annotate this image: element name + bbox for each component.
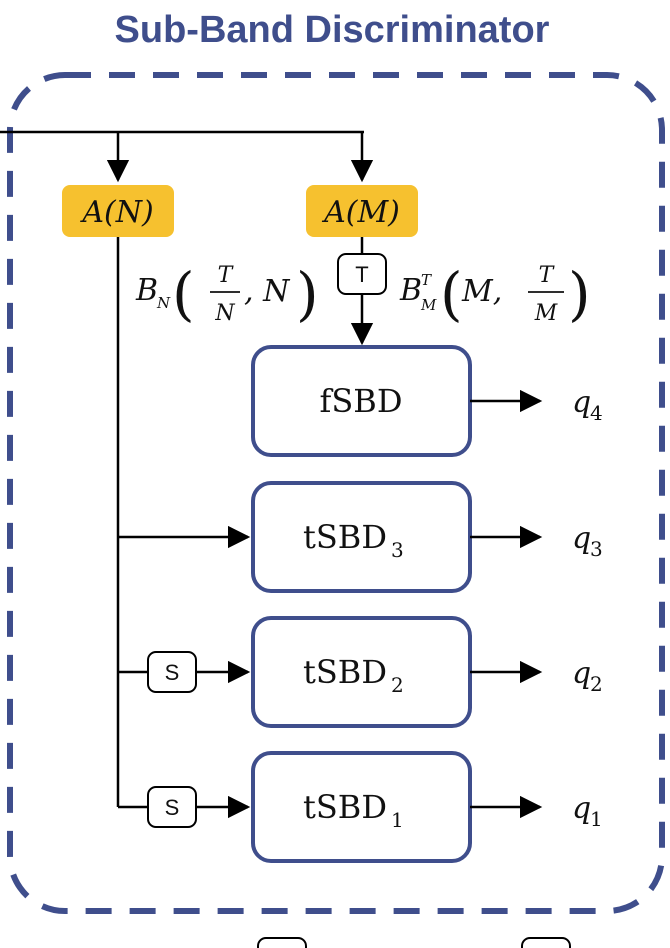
fsbd-label: fSBD <box>320 382 403 420</box>
right-label-sup: T <box>421 271 432 289</box>
attention-right-label: A(M) <box>321 195 400 230</box>
tsbd1-sub: 1 <box>391 808 404 832</box>
page-title: Sub-Band Discriminator <box>115 9 550 51</box>
transpose-op: T <box>337 253 387 295</box>
s-op-2: S <box>147 651 197 693</box>
output-q3-sub: 3 <box>590 537 603 561</box>
right-label-frac-den: M <box>534 301 558 326</box>
left-label-paren-open: ( <box>172 260 195 328</box>
tsbd3-block: tSBD 3 <box>251 481 472 593</box>
right-label-b: B <box>399 273 422 308</box>
right-label-paren-open: ( <box>440 260 463 328</box>
output-q4-label: q <box>572 385 591 420</box>
left-label-b: B <box>135 273 158 308</box>
output-q2-sub: 2 <box>590 672 603 696</box>
right-label-frac-num: T <box>539 263 556 288</box>
right-label-paren-close: ) <box>568 260 591 328</box>
fsbd-block: fSBD <box>251 345 472 457</box>
left-label-paren-close: ) <box>296 260 319 328</box>
right-branch-label: B T M ( M, T M ) <box>399 260 591 328</box>
left-branch-label: B N ( T N , N ) <box>135 260 319 328</box>
tsbd3-sub: 3 <box>391 538 404 562</box>
transpose-label: T <box>355 262 368 287</box>
right-label-sub: M <box>420 296 437 314</box>
tsbd3-label: tSBD <box>303 518 387 556</box>
discriminator-container <box>7 72 665 914</box>
legend-box-left <box>257 937 307 948</box>
attention-left-label: A(N) <box>79 195 153 230</box>
tsbd1-label: tSBD <box>303 788 387 826</box>
tsbd2-sub: 2 <box>391 673 404 697</box>
tsbd2-label: tSBD <box>303 653 387 691</box>
output-q2-label: q <box>572 656 591 691</box>
output-q4-sub: 4 <box>590 401 603 425</box>
legend-box-right <box>521 937 571 948</box>
output-q1-label: q <box>572 791 591 826</box>
left-label-sub: N <box>156 294 171 312</box>
attention-left: A(N) <box>62 185 174 237</box>
output-q1-sub: 1 <box>590 807 603 831</box>
left-label-frac-den: N <box>214 301 235 326</box>
right-label-head: M, <box>461 274 502 309</box>
attention-right: A(M) <box>306 185 418 237</box>
output-q3-label: q <box>572 521 591 556</box>
tsbd2-block: tSBD 2 <box>251 616 472 728</box>
s-op-1-label: S <box>165 795 180 820</box>
left-label-tail: , N <box>244 274 291 309</box>
s-op-2-label: S <box>165 660 180 685</box>
left-label-frac-num: T <box>218 263 235 288</box>
s-op-1: S <box>147 786 197 828</box>
tsbd1-block: tSBD 1 <box>251 751 472 863</box>
